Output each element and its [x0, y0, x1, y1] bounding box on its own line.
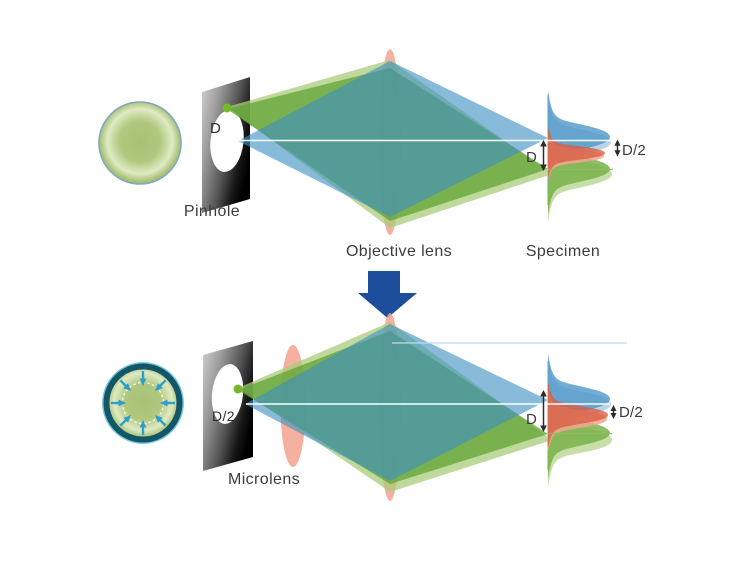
spot-size-label: D: [526, 149, 537, 166]
microlens-caption: Microlens: [228, 471, 300, 488]
inward-arrows: [111, 371, 175, 435]
blue-profile: [548, 353, 610, 445]
disc-outer-ring: [102, 362, 184, 444]
red-profile: [548, 128, 605, 178]
specimen-intensity-profiles: [548, 91, 612, 222]
red-profile: [548, 382, 608, 448]
spot-size-label: D: [526, 411, 537, 428]
point-source-dot: [233, 384, 243, 394]
pinhole-aperture-hole: [211, 364, 244, 424]
spot-half-size-label: D/2: [619, 404, 643, 421]
pinhole-caption: Pinhole: [184, 203, 240, 220]
blue-beam-cone: [245, 324, 548, 481]
blue-beam-cone: [238, 61, 548, 217]
pinhole-aperture-hole: [210, 110, 244, 172]
spot-half-measure-arrow: [614, 139, 621, 157]
aperture-diameter-label: D: [210, 120, 221, 137]
blue-profile: [548, 91, 610, 183]
spot-half-measure-arrow: [610, 405, 617, 419]
spot-half-size-label: D/2: [622, 142, 646, 159]
spot-size-measure-arrow: [540, 140, 547, 171]
objective-lens-caption: Objective lens: [346, 243, 452, 260]
beam-front-view-disc: [98, 101, 182, 185]
top-diagram: D D D/2 Pinhole Objective lens Specimen: [98, 49, 646, 260]
down-arrow-icon: [358, 271, 417, 318]
bottom-diagram: D/2 D D/2 Microlens: [102, 313, 643, 501]
aperture-diameter-label: D/2: [212, 408, 235, 424]
specimen-caption: Specimen: [526, 243, 600, 260]
spot-size-measure-arrow: [540, 390, 547, 432]
specimen-intensity-profiles: [548, 353, 612, 488]
condensed-beam-front-view: [102, 362, 184, 444]
point-source-dot: [222, 103, 232, 113]
